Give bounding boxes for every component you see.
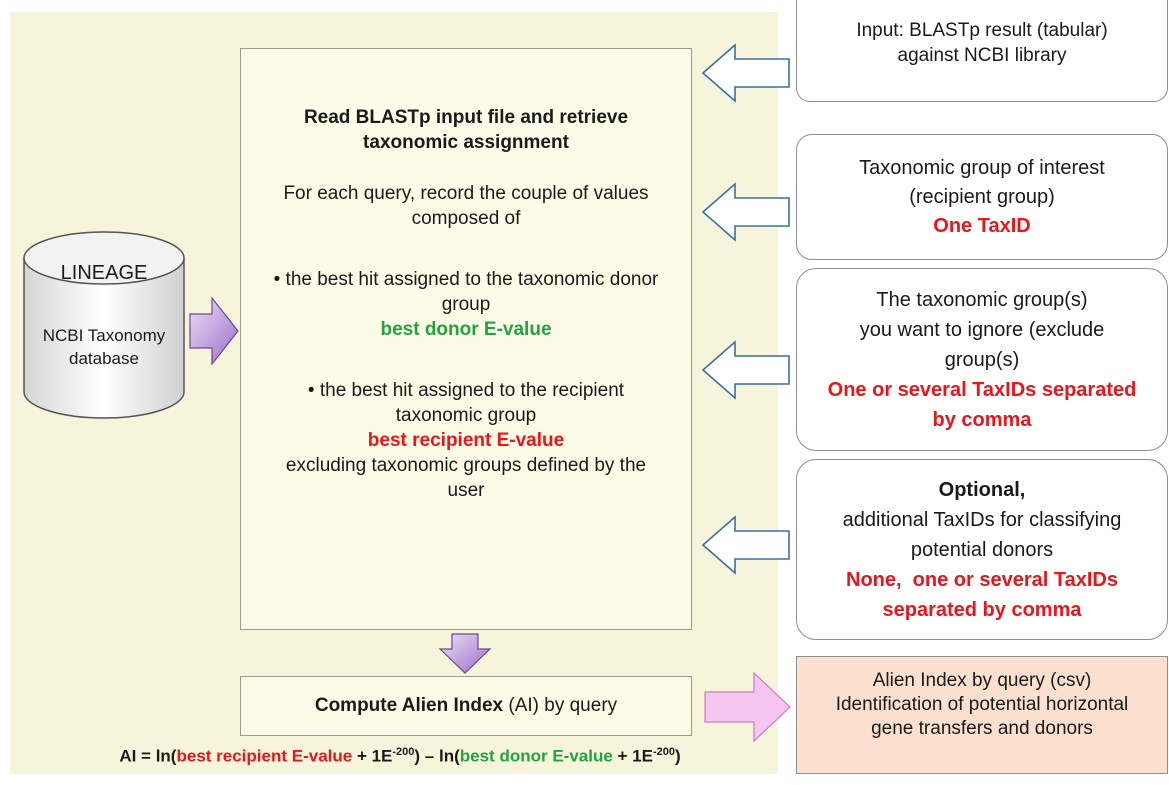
compute-label-bold: Compute Alien Index	[314, 695, 504, 716]
database-cylinder	[23, 231, 185, 419]
formula-plus1: + 1E	[352, 746, 393, 766]
intro-line1: For each query, record the couple of val…	[283, 183, 649, 204]
alien-index-output-document: Alien Index by query (csv) Identificatio…	[796, 656, 1168, 774]
ignore-group-box: The taxonomic group(s) you want to ignor…	[796, 268, 1168, 451]
donor-line2: group	[441, 294, 491, 315]
database-label-line2: database	[69, 349, 139, 368]
best-donor-evalue: best donor E-value	[380, 319, 552, 340]
exclude-line1: excluding taxonomic groups defined by th…	[285, 455, 647, 476]
main-heading-line2: taxonomic assignment	[363, 132, 569, 153]
ignore-group-line1: The taxonomic group(s)	[876, 288, 1088, 311]
formula-exp2: -200	[652, 746, 675, 758]
recipient-line2: taxonomic group	[395, 405, 537, 426]
optional-taxids-2: separated by comma	[882, 598, 1082, 621]
database-label-line1: NCBI Taxonomy	[42, 326, 166, 345]
blast-processing-box: Read BLASTp input file and retrieve taxo…	[240, 48, 692, 630]
optional-taxids-1: None, one or several TaxIDs	[846, 568, 1118, 591]
optional-line2: potential donors	[910, 538, 1054, 561]
output-line1: Alien Index by query (csv)	[872, 670, 1092, 691]
compute-label-rest: (AI) by query	[503, 695, 618, 716]
formula-donor: best donor E-value	[459, 746, 613, 766]
alien-index-formula: AI = ln(best recipient E-value + 1E-200)…	[0, 746, 800, 767]
optional-donor-box: Optional, additional TaxIDs for classify…	[796, 459, 1168, 640]
optional-title: Optional,	[938, 478, 1026, 501]
exclude-line2: user	[447, 480, 485, 501]
ignore-input-arrow	[701, 340, 790, 400]
output-line2: Identification of potential horizontal	[835, 694, 1129, 715]
best-recipient-evalue: best recipient E-value	[367, 430, 565, 451]
recipient-input-arrow	[701, 182, 790, 242]
main-heading-line1: Read BLASTp input file and retrieve	[303, 107, 629, 128]
formula-middle: ) – ln(	[414, 746, 460, 766]
donor-line1: • the best hit assigned to the taxonomic…	[273, 269, 659, 290]
formula-recipient: best recipient E-value	[176, 746, 353, 766]
compute-alien-index-box: Compute Alien Index (AI) by query	[240, 676, 692, 736]
recipient-group-line2: (recipient group)	[909, 185, 1055, 208]
ignore-group-taxids-1: One or several TaxIDs separated	[827, 378, 1137, 401]
intro-line2: composed of	[411, 208, 521, 229]
ignore-group-taxids-2: by comma	[932, 408, 1032, 431]
ignore-group-line3: group(s)	[944, 348, 1020, 371]
database-label: NCBI Taxonomy database	[24, 324, 184, 370]
blast-input-line2: against NCBI library	[897, 45, 1067, 66]
recipient-group-line1: Taxonomic group of interest	[859, 156, 1105, 179]
recipient-group-taxid: One TaxID	[933, 214, 1031, 237]
optional-input-arrow	[701, 515, 790, 575]
optional-line1: additional TaxIDs for classifying	[842, 508, 1122, 531]
formula-plus2: + 1E	[612, 746, 653, 766]
output-line3: gene transfers and donors	[871, 718, 1093, 739]
blast-input-line1: Input: BLASTp result (tabular)	[856, 20, 1108, 41]
blast-input-document: Input: BLASTp result (tabular) against N…	[796, 0, 1168, 102]
blast-input-arrow	[701, 43, 790, 103]
ignore-group-line2: you want to ignore (exclude	[859, 318, 1105, 341]
database-to-main-arrow	[189, 296, 239, 366]
database-title: LINEAGE	[60, 262, 148, 284]
formula-prefix: AI = ln(	[119, 746, 177, 766]
formula-suffix: )	[675, 746, 681, 766]
formula-exp1: -200	[392, 746, 415, 758]
main-to-compute-arrow	[438, 633, 492, 674]
recipient-line1: • the best hit assigned to the recipient	[307, 380, 625, 401]
recipient-group-box: Taxonomic group of interest (recipient g…	[796, 134, 1168, 260]
compute-to-output-arrow	[704, 671, 791, 743]
